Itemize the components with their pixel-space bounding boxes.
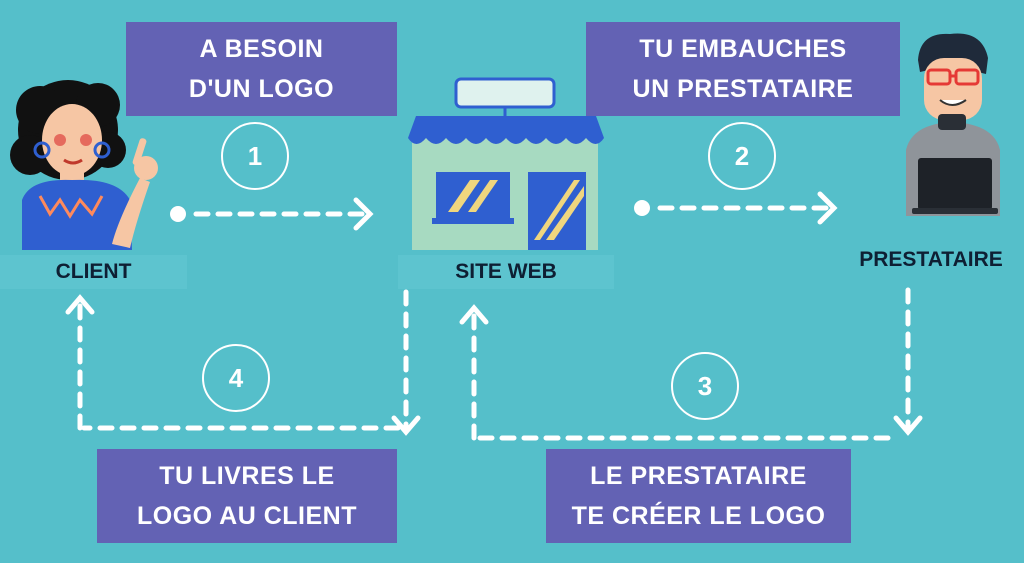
arrow-2-head (817, 191, 838, 225)
step-2-line-2: UN PRESTATAIRE (632, 75, 854, 103)
arrow-4-up-head (65, 294, 95, 315)
step-3-line-2: TE CRÉER LE LOGO (571, 502, 826, 530)
step-number-2: 2 (708, 122, 776, 190)
arrow-1-start-dot (170, 206, 186, 222)
arrow-2-start-dot (634, 200, 650, 216)
step-1-box: A BESOIN D'UN LOGO (126, 22, 397, 116)
step-number-1: 1 (221, 122, 289, 190)
step-number-4: 4 (202, 344, 270, 412)
arrow-1-head (353, 197, 374, 231)
prestataire-label: PRESTATAIRE (859, 248, 1003, 271)
step-number-3: 3 (671, 352, 739, 420)
step-1-line-1: A BESOIN (199, 35, 324, 63)
step-4-line-1: TU LIVRES LE (159, 462, 335, 490)
arrow-3-down-head (893, 415, 923, 436)
site-web-label: SITE WEB (398, 255, 614, 289)
arrow-3-up-head (459, 304, 489, 325)
step-4-box: TU LIVRES LE LOGO AU CLIENT (97, 449, 397, 543)
step-2-box: TU EMBAUCHES UN PRESTATAIRE (586, 22, 900, 116)
step-3-line-1: LE PRESTATAIRE (590, 462, 807, 490)
step-2-line-1: TU EMBAUCHES (639, 35, 847, 63)
step-4-line-2: LOGO AU CLIENT (137, 502, 357, 530)
client-label: CLIENT (0, 255, 187, 289)
step-3-box: LE PRESTATAIRE TE CRÉER LE LOGO (546, 449, 851, 543)
arrow-4-down-head (391, 415, 421, 436)
step-1-line-2: D'UN LOGO (188, 75, 335, 103)
